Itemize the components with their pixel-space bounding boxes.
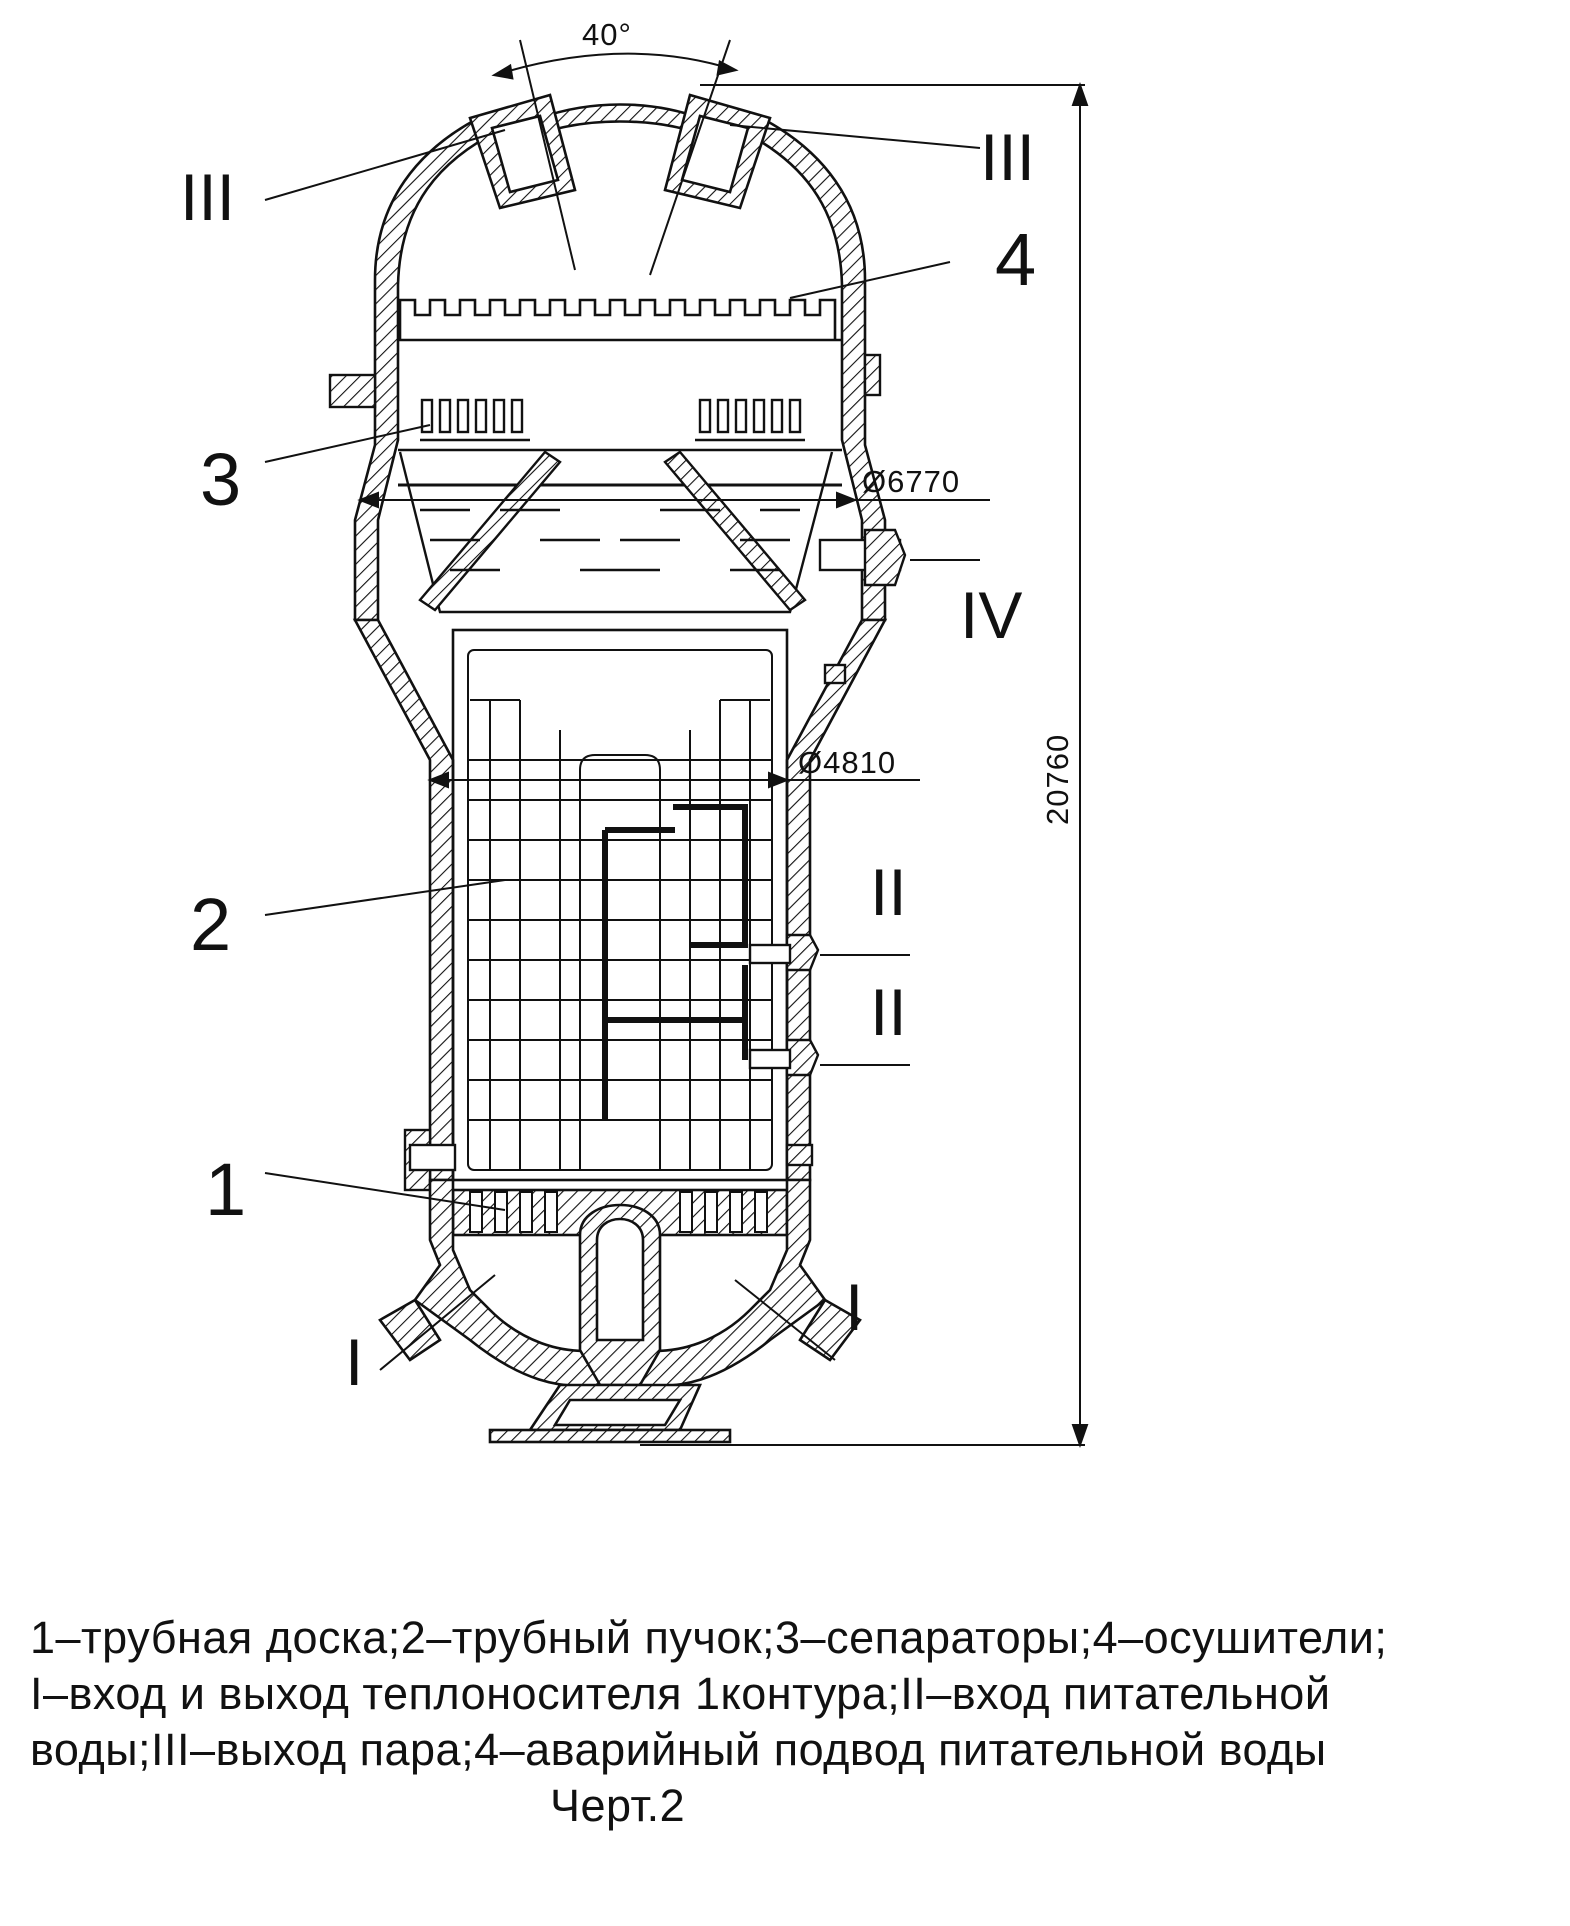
dimension-lines (357, 81, 1089, 1449)
label-3: 3 (200, 438, 241, 521)
label-III-left: III (180, 160, 235, 234)
height-label: 20760 (1040, 734, 1075, 825)
water-trough (398, 448, 842, 614)
legend-line-1: 1–трубная доска;2–трубный пучок;3–сепара… (30, 1612, 1388, 1663)
feedwater-distributor (602, 804, 748, 1120)
side-nozzles (328, 353, 907, 1192)
legend-line-2: I–вход и выход теплоносителя 1контура;II… (30, 1668, 1331, 1719)
leader-lines (264, 124, 981, 1371)
tube-sheet-and-bottom-head (378, 1178, 862, 1444)
label-II-upper: II (870, 855, 907, 929)
diameter-bottom-label: Ø4810 (798, 745, 896, 780)
label-III-right: III (980, 120, 1035, 194)
tube-bundle (451, 628, 789, 1182)
label-I-right: I (845, 1270, 863, 1344)
label-IV: IV (960, 578, 1022, 652)
figure-caption: Черт.2 (550, 1780, 686, 1831)
label-1: 1 (205, 1148, 246, 1231)
separators (420, 398, 805, 442)
angle-label: 40° (582, 17, 632, 52)
label-II-lower: II (870, 975, 907, 1049)
label-2: 2 (190, 883, 231, 966)
diameter-top-label: Ø6770 (862, 464, 960, 499)
legend: 1–трубная доска;2–трубный пучок;3–сепара… (30, 1610, 1540, 1834)
steam-outlet-nozzles (468, 39, 772, 276)
legend-line-3: воды;III–выход пара;4–аварийный подвод п… (30, 1724, 1327, 1775)
label-4: 4 (995, 218, 1036, 301)
dryers (398, 298, 842, 342)
label-I-left: I (345, 1325, 363, 1399)
